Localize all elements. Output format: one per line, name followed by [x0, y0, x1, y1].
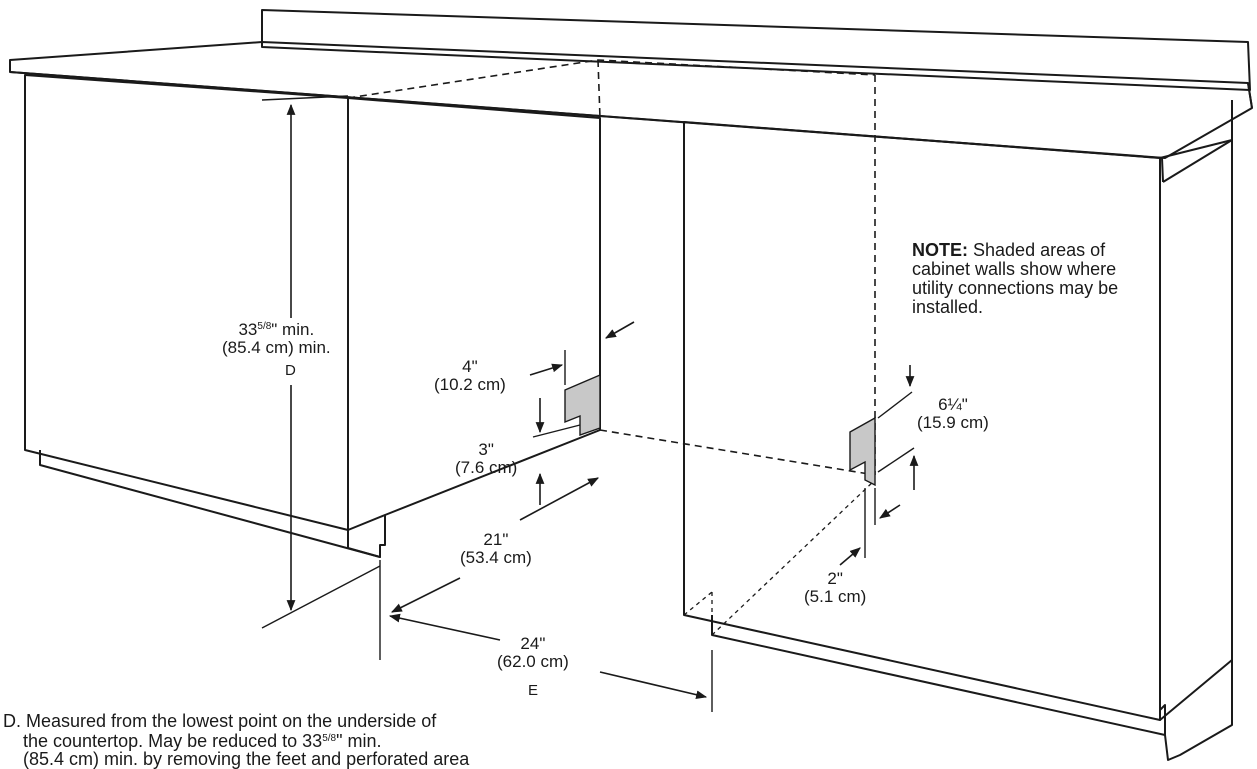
- opening-outline: [347, 59, 876, 636]
- width-label: 24" (62.0 cm): [497, 634, 569, 671]
- width-letter: E: [528, 682, 539, 699]
- left-cabinet: [24, 74, 601, 558]
- depth-label: 21" (53.4 cm): [460, 530, 532, 567]
- left-utility-area: [564, 373, 601, 436]
- height-label: 335/8" min. (85.4 cm) min.: [222, 320, 331, 357]
- right-cutout-offset-label: 2" (5.1 cm): [804, 569, 867, 606]
- note-text: Shaded areas of cabinet walls show where…: [912, 240, 1119, 317]
- shaded-areas-note: NOTE: Shaded areas of cabinet walls show…: [912, 241, 1162, 317]
- right-cabinet: [683, 121, 1233, 761]
- height-dimension: [261, 95, 381, 629]
- cutout-floor-label: 3" (7.6 cm): [455, 440, 518, 477]
- caption-d: D. Measured from the lowest point on the…: [3, 711, 470, 769]
- width-dimension: [388, 613, 713, 712]
- right-cutout-dimensions: [839, 365, 919, 566]
- left-cutout-dimensions: [529, 321, 635, 505]
- right-cutout-height-label: 6¼" (15.9 cm): [917, 395, 989, 432]
- height-letter: D: [285, 362, 296, 379]
- countertop: [9, 9, 1253, 183]
- note-heading: NOTE:: [912, 240, 968, 260]
- cutout-top-label: 4" (10.2 cm): [434, 357, 506, 394]
- utility-areas: [564, 373, 876, 487]
- depth-dimension: [379, 477, 599, 660]
- right-utility-area: [849, 416, 876, 487]
